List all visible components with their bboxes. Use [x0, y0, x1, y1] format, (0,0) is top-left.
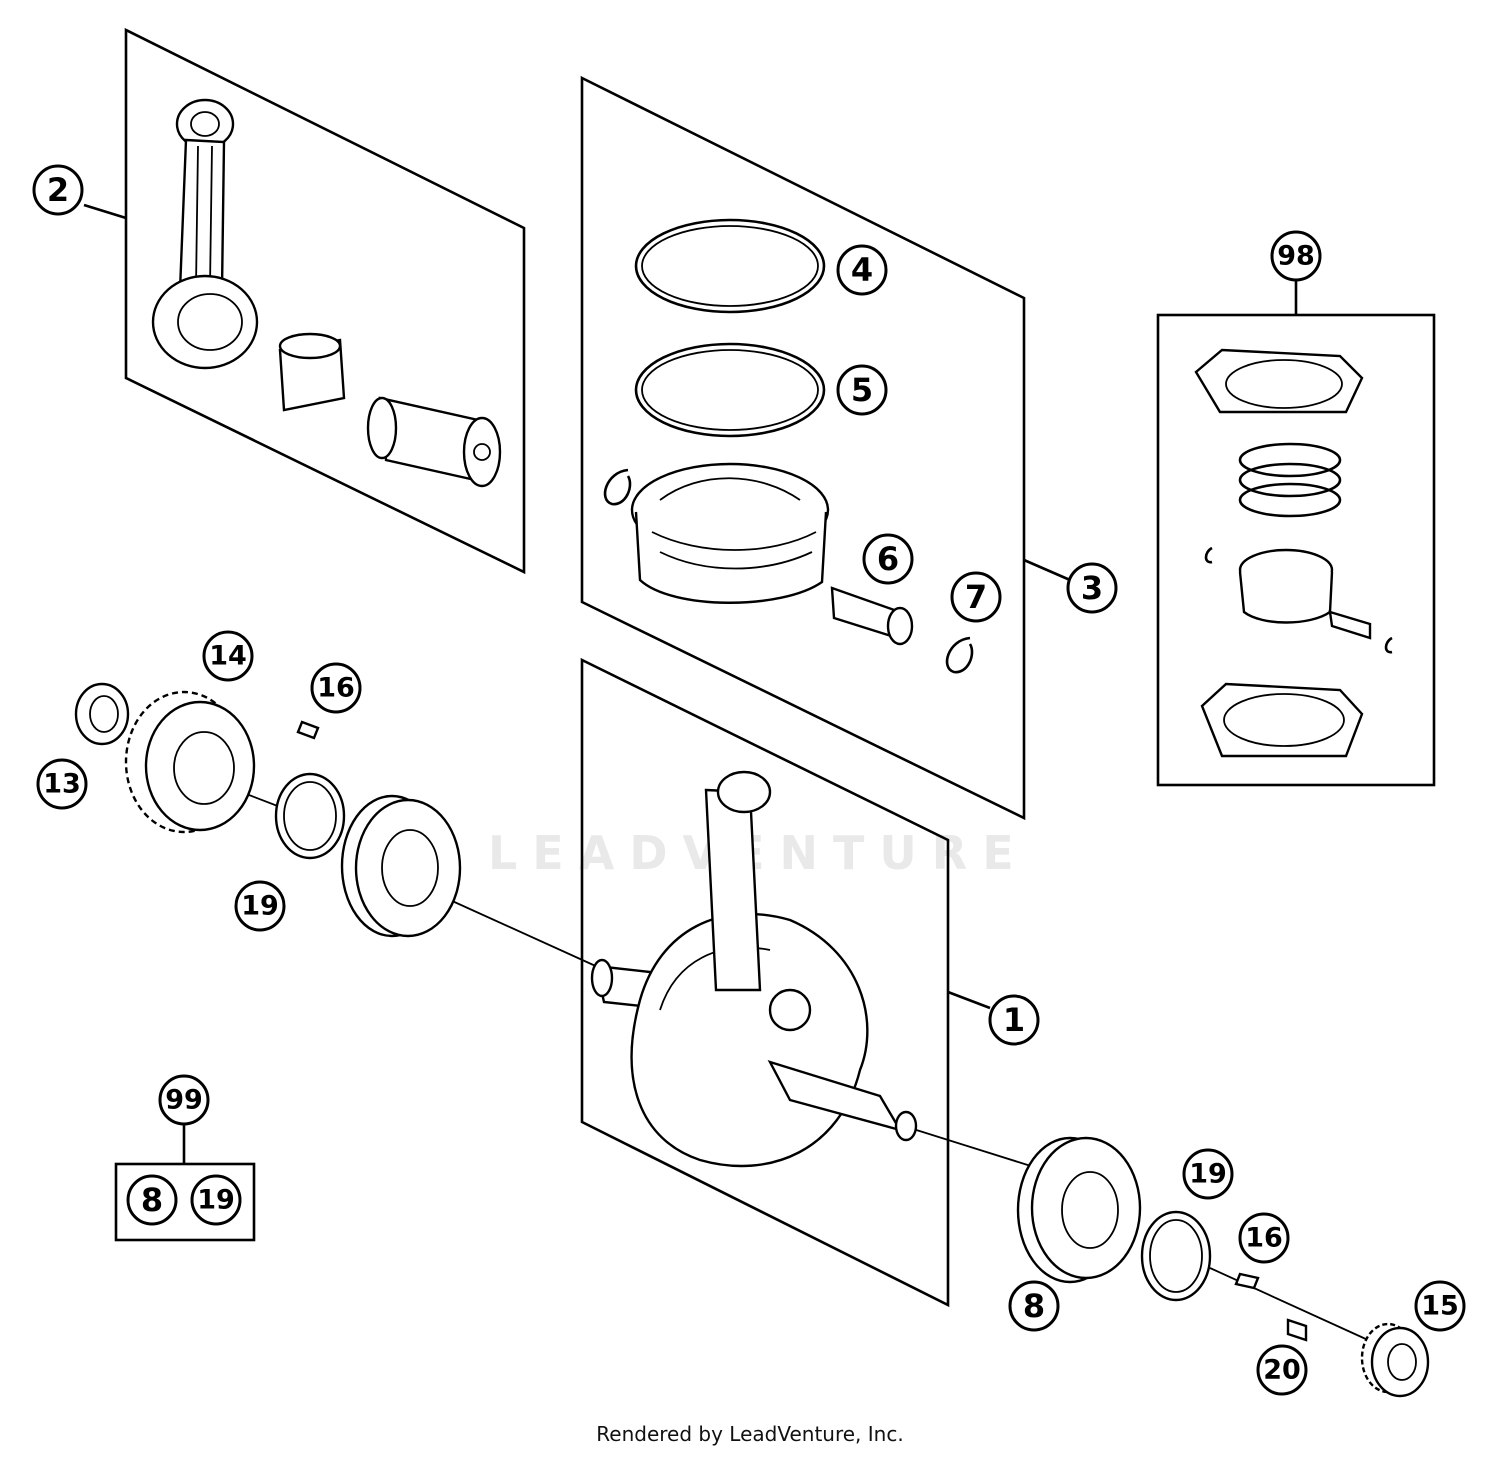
kit-99-item-19: 19 — [190, 1174, 242, 1226]
base-gasket-icon — [1200, 682, 1364, 758]
sprocket-icon — [1360, 1322, 1430, 1398]
rod-pin-icon — [366, 396, 502, 488]
callout-8: 8 — [1008, 1280, 1060, 1332]
callout-16-left: 16 — [310, 662, 362, 714]
circlip-left-icon — [603, 468, 632, 506]
callout-15-label: 15 — [1421, 1291, 1459, 1322]
crankshaft-icon — [590, 770, 918, 1168]
gear-icon — [124, 690, 256, 834]
crankshaft-panel: 1 — [235, 657, 1369, 1341]
bearing-kit-99: 99 8 19 — [114, 1074, 256, 1242]
callout-19-left-label: 19 — [241, 891, 279, 922]
callout-19-right-label: 19 — [1189, 1159, 1227, 1190]
callout-98-label: 98 — [1277, 241, 1315, 272]
piston-ring-second-icon — [634, 342, 826, 438]
ring-set-icon — [1238, 442, 1342, 518]
callout-14: 14 — [202, 630, 254, 682]
callout-16-right: 16 — [1238, 1212, 1290, 1264]
callout-20: 20 — [1256, 1344, 1308, 1396]
callout-98: 98 — [1270, 230, 1322, 282]
circlip-right-icon — [945, 636, 974, 674]
callout-3-label: 3 — [1081, 569, 1103, 607]
callout-6-label: 6 — [877, 540, 899, 578]
head-gasket-icon — [1194, 348, 1364, 414]
callout-5: 5 — [836, 364, 888, 416]
callout-16-right-label: 16 — [1245, 1223, 1283, 1254]
callout-20-label: 20 — [1263, 1355, 1301, 1386]
callout-1-label: 1 — [1003, 1001, 1025, 1039]
shim-ring-left-icon — [274, 772, 346, 860]
shim-ring-right-icon — [1140, 1210, 1212, 1302]
callout-2: 2 — [32, 164, 84, 216]
callout-99-label: 99 — [165, 1085, 203, 1116]
callout-15: 15 — [1414, 1280, 1466, 1332]
piston-pin-icon — [830, 586, 914, 646]
nut-icon — [74, 682, 130, 746]
callout-13: 13 — [36, 758, 88, 810]
conrod-kit-panel: 2 — [32, 27, 526, 575]
callout-5-label: 5 — [851, 371, 873, 409]
main-bearing-left-icon — [340, 794, 462, 938]
callout-7-label: 7 — [965, 578, 987, 616]
callout-2-label: 2 — [47, 171, 69, 209]
right-side-parts: 19 16 8 15 20 — [1008, 1136, 1466, 1398]
main-bearing-right-icon — [1016, 1136, 1142, 1284]
woodruff-key-left-icon — [296, 720, 320, 740]
small-piston-icon — [1204, 546, 1393, 654]
callout-8-label: 8 — [1023, 1287, 1045, 1325]
callout-99: 99 — [158, 1074, 210, 1126]
kit-99-item-8: 8 — [126, 1174, 178, 1226]
top-end-kit-panel: 98 — [1156, 230, 1436, 787]
kit-99-item-8-label: 8 — [141, 1181, 163, 1219]
spacer-key-icon — [1286, 1318, 1308, 1342]
callout-19-left: 19 — [234, 880, 286, 932]
callout-6: 6 — [862, 533, 914, 585]
callout-4: 4 — [836, 244, 888, 296]
callout-3: 3 — [1066, 562, 1118, 614]
woodruff-key-right-icon — [1234, 1272, 1260, 1290]
piston-ring-top-icon — [634, 218, 826, 314]
callout-19-right: 19 — [1182, 1148, 1234, 1200]
kit-99-item-19-label: 19 — [197, 1185, 235, 1216]
rod-bearing-icon — [278, 332, 346, 412]
piston-icon — [630, 462, 830, 604]
connecting-rod-icon — [151, 98, 259, 370]
callout-16-left-label: 16 — [317, 673, 355, 704]
piston-kit-panel: 4 5 6 7 3 — [580, 75, 1118, 821]
callout-1: 1 — [988, 994, 1040, 1046]
callout-7: 7 — [950, 571, 1002, 623]
footer-credit: Rendered by LeadVenture, Inc. — [596, 1422, 904, 1446]
callout-4-label: 4 — [851, 251, 873, 289]
callout-13-label: 13 — [43, 769, 81, 800]
callout-14-label: 14 — [209, 641, 247, 672]
left-side-parts: 14 16 13 19 — [36, 630, 462, 938]
